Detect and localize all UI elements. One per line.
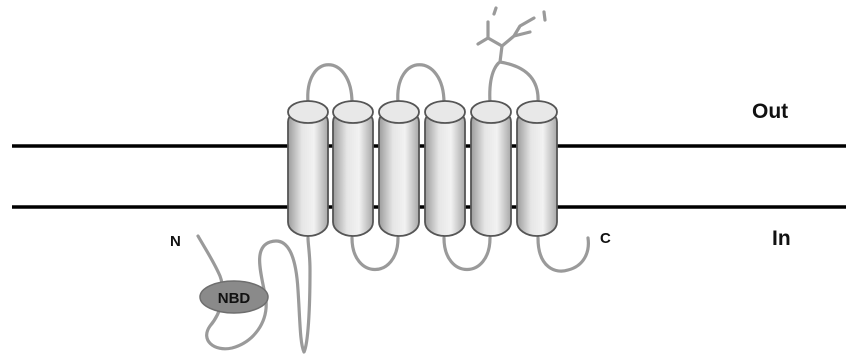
tm-helix-2 (333, 101, 373, 236)
n-terminus-label: N (170, 233, 181, 250)
tm-helix-5 (471, 101, 511, 236)
glycosylation-tick (544, 12, 545, 20)
out-label: Out (752, 100, 788, 123)
glycosylation-chain (478, 8, 534, 62)
extracellular-loop-3 (490, 62, 538, 103)
intracellular-loop-2 (444, 238, 490, 270)
extracellular-loop-1 (308, 65, 352, 103)
c-terminal-tail (538, 238, 588, 271)
tm-helix-3 (379, 101, 419, 236)
tm-helix-4 (425, 101, 465, 236)
in-label: In (772, 227, 791, 250)
intracellular-loop-1 (352, 238, 398, 270)
extracellular-loop-2 (398, 65, 444, 103)
nbd-label: NBD (218, 290, 251, 307)
tm-helix-1 (288, 101, 328, 236)
c-terminus-label: C (600, 230, 611, 247)
tm-helix-6 (517, 101, 557, 236)
